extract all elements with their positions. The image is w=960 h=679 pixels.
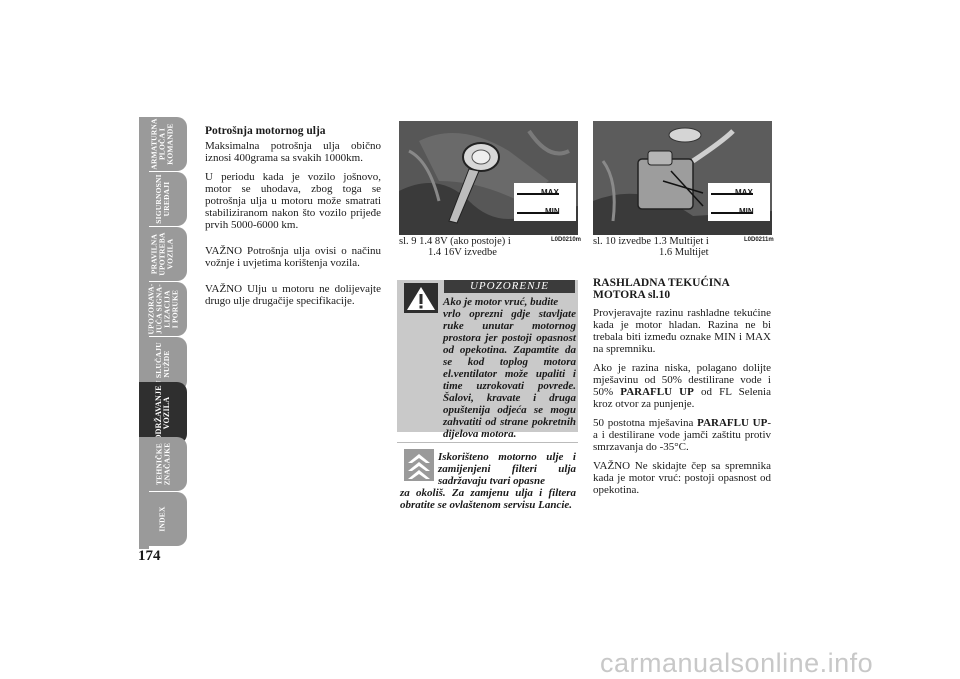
engine-oil-illustration [399,121,578,235]
warning-text: Ako je motor vruć, budite vrlo oprezni g… [400,296,576,440]
paragraph: VAŽNO Ulju u motoru ne dolijevajte drugo… [205,283,381,307]
environment-note: Iskorišteno motorno ulje i zamijenjeni f… [400,451,576,511]
section-heading: Potrošnja motornog ulja [205,125,326,137]
paragraph: VAŽNO Potrošnja ulja ovisi o načinu vožn… [205,245,381,269]
watermark: carmanualsonline.info [600,648,874,678]
tab-odrzavanje-vozila[interactable]: ODRŽAVANJE VOZILA [139,382,187,444]
max-label: MAX [735,188,753,197]
coolant-photo: MAX MIN [593,121,772,235]
paragraph: Provjeravajte razinu rashladne tekućine … [593,307,771,355]
tab-upozoravajuca-signalizacija[interactable]: UPOZORAVA- JUĆA SIGNA- LIZACIJA I PORUKE [139,282,187,336]
figure-code: L0D0210m [551,237,582,243]
tab-index[interactable]: INDEX [139,492,187,546]
coolant-reservoir-illustration [593,121,772,235]
figure-caption: 1.4 16V izvedbe [428,247,497,258]
divider [397,442,578,443]
figure-caption: sl. 10 izvedbe 1.3 Multijet i [593,236,709,247]
warning-title: UPOZORENJE [444,280,575,293]
paragraph: Ako je razina niska, polagano dolijte mj… [593,362,771,410]
tab-armaturna-ploca[interactable]: ARMATURNA PLOČA I KOMANDE [139,117,187,171]
paragraph: U periodu kada je vozilo jošnovo, motor … [205,171,381,231]
level-marker-box [514,183,576,221]
coolant-section: RASHLADNA TEKUĆINA MOTORA sl.10 Provjera… [593,277,771,503]
figure-caption: sl. 9 1.4 8V (ako postoje) i [399,236,511,247]
max-arrow-icon [517,193,559,195]
warning-triangle-icon [404,283,438,313]
min-arrow-icon [711,212,753,214]
min-label: MIN [739,207,754,216]
min-arrow-icon [517,212,559,214]
paragraph: VAŽNO Ne skidajte čep sa spremnika kada … [593,460,771,496]
oil-consumption-section: Potrošnja motornog ulja Maksimalna potro… [205,125,381,314]
recycle-environment-icon [404,449,434,481]
tab-pravilna-upotreba[interactable]: PRAVILNA UPOTREBA VOZILA [139,227,187,281]
paragraph: 50 postotna mješavina PARAFLU UP-a i des… [593,417,772,453]
figure-caption: 1.6 Multijet [659,247,709,258]
section-heading: RASHLADNA TEKUĆINA MOTORA sl.10 [593,277,730,301]
tab-tehnicke-znacajke[interactable]: TEHNIČKE ZNAČAJKE [139,437,187,491]
tab-sigurnosni-uredaji[interactable]: SIGURNOSNI UREĐAJI [139,172,187,226]
max-label: MAX [541,188,559,197]
environment-rest: za okoliš. Za zamjenu ulja i filtera obr… [400,487,576,511]
environment-first-line: Iskorišteno motorno ulje i zamijenjeni f… [438,451,576,487]
warning-first-line: Ako je motor vruć, budite [443,296,559,308]
warning-body: vrlo oprezni gdje stavljate ruke unutar … [443,308,576,440]
level-marker-box [708,183,770,221]
figure-code: L0D0211m [744,237,774,243]
min-label: MIN [545,207,560,216]
paragraph: Maksimalna potrošnja ulja obično iznosi … [205,140,381,164]
max-arrow-icon [711,193,753,195]
engine-oil-photo: MAX MIN [399,121,578,235]
page-number: 174 [138,548,161,564]
